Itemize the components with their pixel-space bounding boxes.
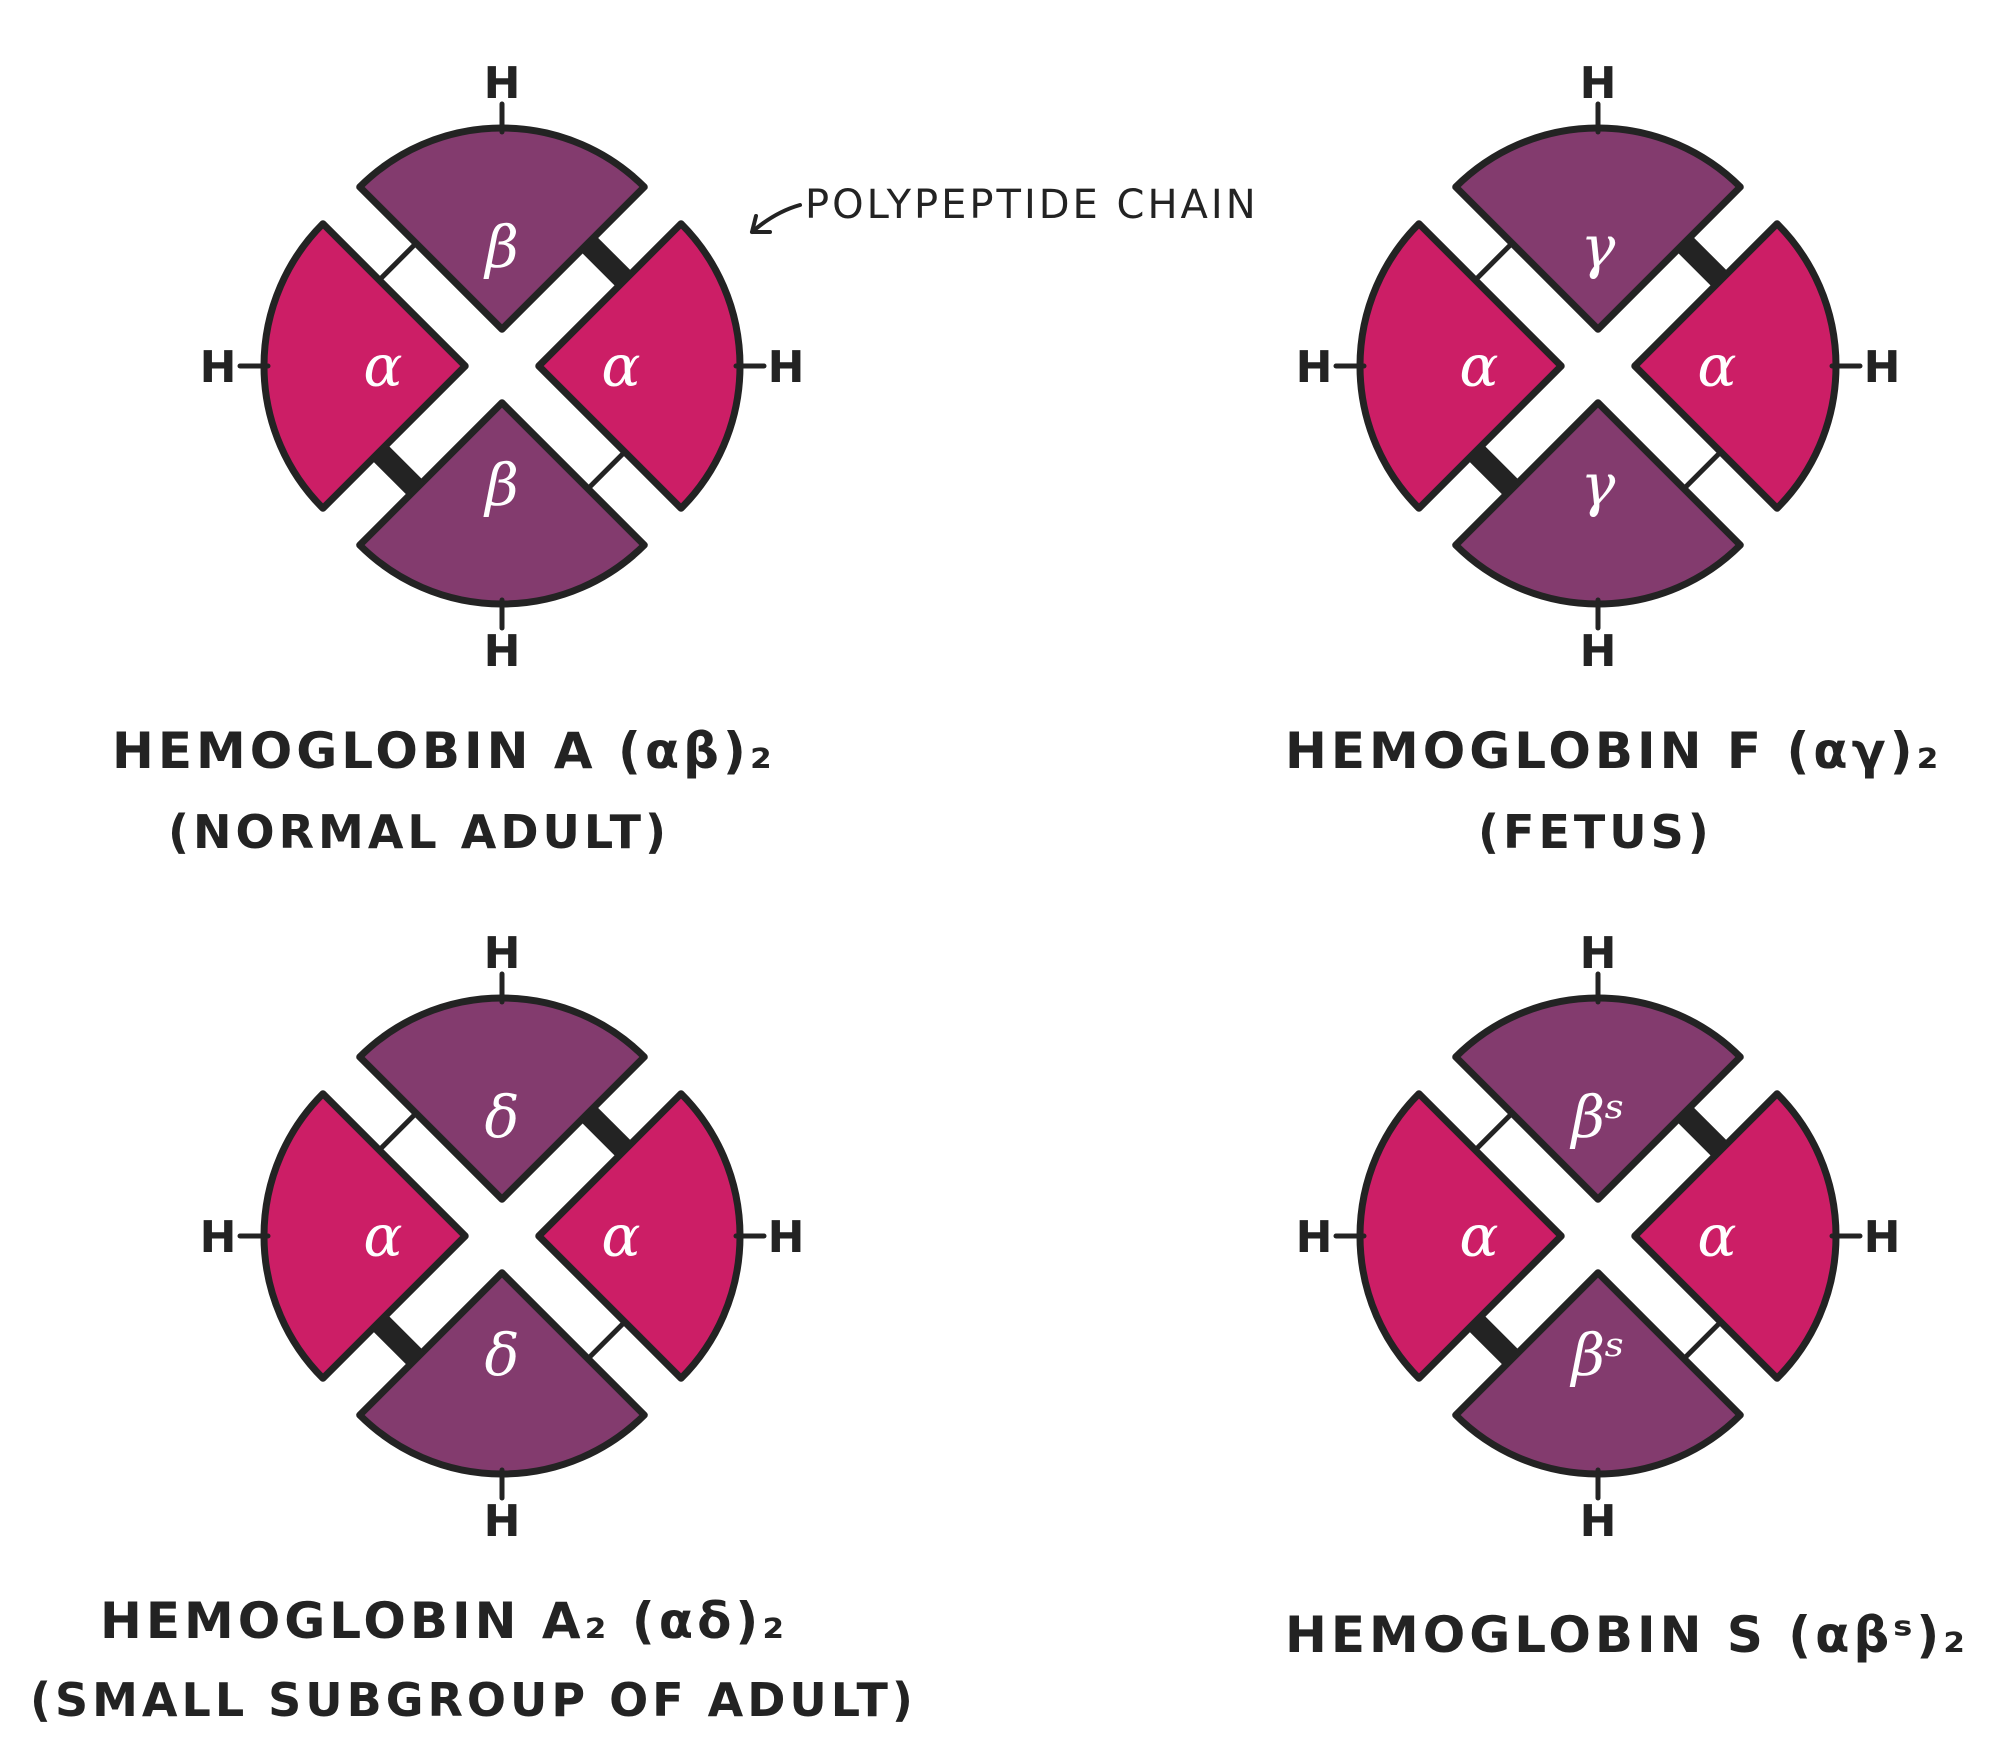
chain-label-top: γ (1581, 213, 1616, 281)
weak-bond (585, 449, 628, 492)
weak-bond (376, 240, 419, 283)
salt-bridge-bond (1466, 1313, 1521, 1368)
chain-label-left: α (363, 332, 402, 400)
polypeptide-chain-label: POLYPEPTIDE CHAIN (805, 182, 1259, 228)
weak-bond (1681, 1319, 1724, 1362)
chain-label-top: β (483, 213, 519, 281)
salt-bridge-bond (1675, 1104, 1730, 1159)
salt-bridge-bond (579, 1104, 634, 1159)
salt-bridge-bond (370, 1313, 425, 1368)
hydrogen-label: H (200, 342, 237, 393)
hydrogen-label: H (768, 1212, 805, 1263)
hydrogen-label: H (1580, 1496, 1617, 1547)
hydrogen-label: H (1864, 342, 1901, 393)
hydrogen-label: H (484, 1496, 521, 1547)
polypeptide-annotation: POLYPEPTIDE CHAIN (750, 182, 1259, 234)
chain-label-bottom: βˢ (1569, 1321, 1624, 1389)
chain-label-right: α (601, 1202, 640, 1270)
chain-label-top: βˢ (1569, 1083, 1624, 1151)
chain-label-bottom: β (483, 451, 519, 519)
hydrogen-label: H (1580, 626, 1617, 677)
hydrogen-label: H (1580, 928, 1617, 979)
chain-label-left: α (1459, 332, 1498, 400)
salt-bridge-bond (1675, 234, 1730, 289)
weak-bond (1472, 240, 1515, 283)
salt-bridge-bond (370, 443, 425, 498)
chain-label-bottom: δ (485, 1321, 520, 1389)
caption-subtitle-hbf: (FETUS) (1478, 805, 1713, 859)
caption-subtitle-hba: (NORMAL ADULT) (168, 805, 670, 859)
weak-bond (1681, 449, 1724, 492)
salt-bridge-bond (1466, 443, 1521, 498)
hydrogen-label: H (484, 626, 521, 677)
chain-label-right: α (1697, 1202, 1736, 1270)
caption-title-hbf: HEMOGLOBIN F (αγ)₂ (1285, 722, 1942, 780)
caption-title-hba: HEMOGLOBIN A (αβ)₂ (112, 722, 776, 780)
chain-label-right: α (1697, 332, 1736, 400)
caption-title-hba2: HEMOGLOBIN A₂ (αδ)₂ (100, 1592, 788, 1650)
weak-bond (1472, 1110, 1515, 1153)
caption-subtitle-hba2: (SMALL SUBGROUP OF ADULT) (30, 1673, 917, 1727)
chain-label-left: α (363, 1202, 402, 1270)
weak-bond (376, 1110, 419, 1153)
chain-label-bottom: γ (1581, 451, 1616, 519)
hydrogen-label: H (200, 1212, 237, 1263)
hydrogen-label: H (1296, 342, 1333, 393)
chain-label-left: α (1459, 1202, 1498, 1270)
hydrogen-label: H (768, 342, 805, 393)
chain-label-right: α (601, 332, 640, 400)
caption-title-hbs: HEMOGLOBIN S (αβˢ)₂ (1285, 1606, 1969, 1664)
chain-label-top: δ (485, 1083, 520, 1151)
hydrogen-label: H (1296, 1212, 1333, 1263)
hydrogen-label: H (484, 928, 521, 979)
hydrogen-label: H (484, 58, 521, 109)
hydrogen-label: H (1864, 1212, 1901, 1263)
weak-bond (585, 1319, 628, 1362)
hydrogen-label: H (1580, 58, 1617, 109)
arrow-icon (750, 203, 802, 234)
salt-bridge-bond (579, 234, 634, 289)
